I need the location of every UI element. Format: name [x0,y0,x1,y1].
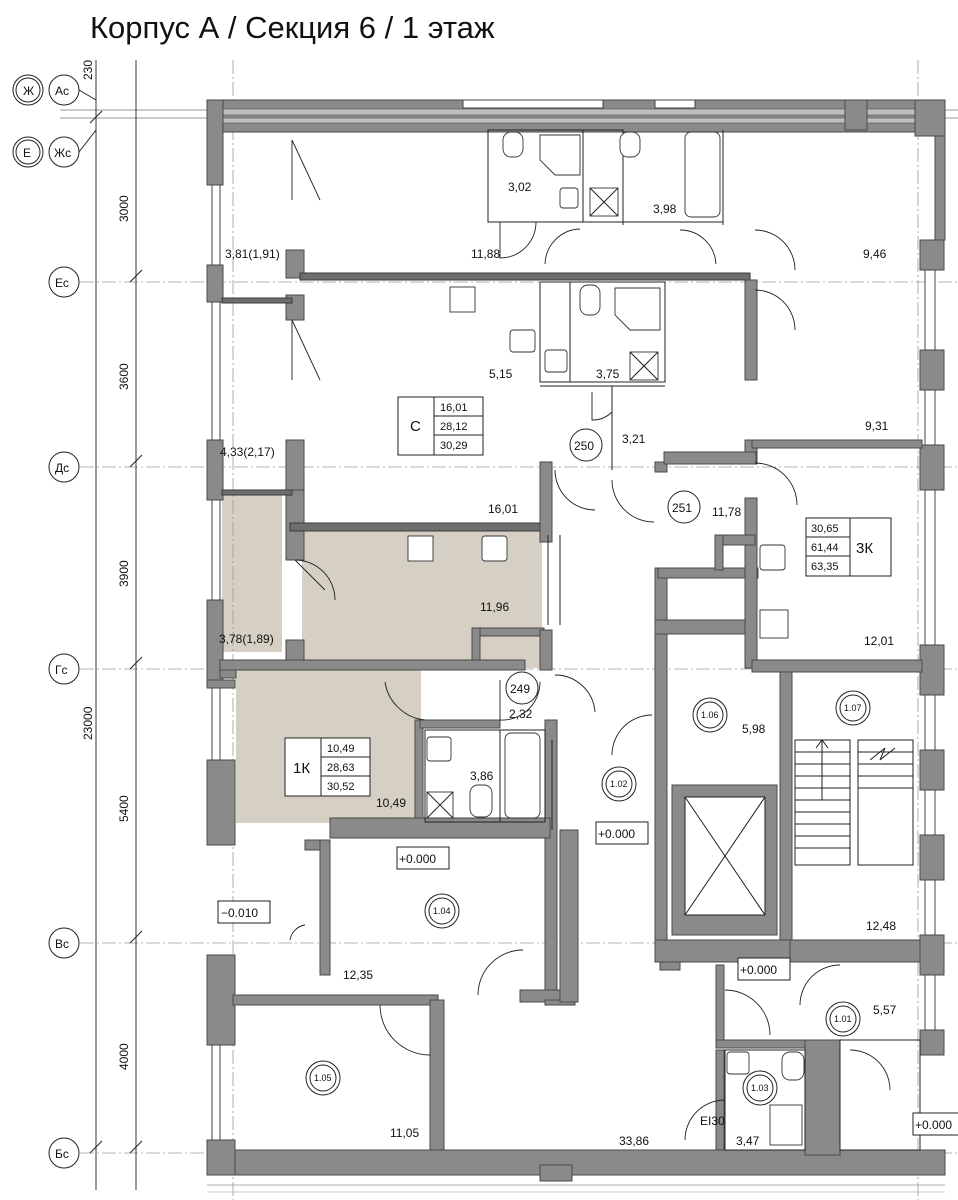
dimension-chain [89,60,143,1190]
area-11-88: 11,88 [471,247,500,261]
room-number-251: 251 [672,501,692,515]
apt-1k-a: 10,49 [327,743,355,755]
dim-3000: 3000 [117,195,131,222]
area-2-32: 2,32 [509,707,533,721]
apt-1k-b: 28,63 [327,762,355,774]
room-number-250: 250 [574,439,594,453]
level-2: +0.000 [399,852,436,866]
level-marks [217,821,958,1136]
staircase [794,739,914,866]
walls [206,99,946,1182]
apt-studio-c: 30,29 [440,440,468,452]
area-3-86: 3,86 [470,769,494,783]
area-5-98: 5,98 [742,722,766,736]
level-4: +0.000 [740,963,777,977]
axis-markers-top [12,74,97,168]
area-3-81: 3,81(1,91) [225,247,280,261]
area-11-96: 11,96 [480,600,509,614]
dim-5400: 5400 [117,795,131,822]
room-number-circles [305,428,871,1106]
area-16-01: 16,01 [488,502,518,516]
room-number-1-07: 1.07 [844,703,862,713]
area-3-75: 3,75 [596,367,620,381]
apt-studio-a: 16,01 [440,402,468,414]
area-11-05: 11,05 [390,1126,419,1140]
room-number-1-04: 1.04 [433,906,451,916]
area-4-33: 4,33(2,17) [220,445,275,459]
area-3-98: 3,98 [653,202,677,216]
area-3-21: 3,21 [622,432,646,446]
apartment-table-3k [805,517,892,577]
doors [289,139,891,1141]
terrace-edge [207,1184,945,1193]
area-9-31: 9,31 [865,419,889,433]
apt-studio-b: 28,12 [440,421,468,433]
area-12-35: 12,35 [343,968,373,982]
dim-3900: 3900 [117,560,131,587]
axis-e: Е [23,146,31,160]
room-number-1-06: 1.06 [701,710,719,720]
level-1: +0.000 [598,827,635,841]
area-3-02: 3,02 [508,180,532,194]
apt-studio-label: С [410,418,421,435]
apt-3k-b: 61,44 [811,542,839,554]
axis-es: Ес [55,276,69,290]
dim-230: 230 [81,60,95,80]
axis-gs: Гс [55,663,68,677]
dim-23000: 23000 [81,706,95,740]
dim-3600: 3600 [117,363,131,390]
area-9-46: 9,46 [863,247,887,261]
thin-partitions [424,129,921,1151]
dim-4000: 4000 [117,1043,131,1070]
apartment-table-studio [397,396,484,456]
room-number-1-03: 1.03 [751,1083,769,1093]
elevator-shaft [671,784,778,936]
area-5-15: 5,15 [489,367,513,381]
apt-1k-c: 30,52 [327,781,355,793]
room-number-1-02: 1.02 [610,779,628,789]
level-5: +0.000 [915,1118,952,1132]
windows [211,99,936,1141]
area-12-01: 12,01 [864,634,894,648]
apt-3k-label: 3К [856,540,873,557]
area-12-48: 12,48 [866,919,896,933]
room-areas: 3,02 11,88 3,98 9,46 3,81(1,91) 5,15 3,7… [219,180,897,1148]
apt-3k-a: 30,65 [811,523,839,535]
apartment-table-1k [284,737,371,797]
axis-bs: Бс [55,1147,69,1161]
axis-zhs: Жс [54,146,71,160]
room-number-249: 249 [510,682,530,696]
axis-ds: Дс [55,461,69,475]
area-3-47: 3,47 [736,1134,760,1148]
apt-3k-c: 63,35 [811,561,839,573]
plan-title: Корпус А / Секция 6 / 1 этаж [90,10,495,45]
area-5-57: 5,57 [873,1003,897,1017]
fixtures [407,131,805,1146]
area-33-86: 33,86 [619,1134,649,1148]
fire-rating-label: EI30 [700,1114,725,1128]
axis-as: Ас [55,84,69,98]
room-number-1-05: 1.05 [314,1073,332,1083]
axis-zh: Ж [23,84,34,98]
area-10-49: 10,49 [376,796,406,810]
level-3: −0.010 [221,906,258,920]
area-3-78: 3,78(1,89) [219,632,274,646]
apt-1k-label: 1К [293,760,310,777]
area-11-78: 11,78 [712,505,741,519]
room-number-1-01: 1.01 [834,1014,852,1024]
axis-markers-rows [48,266,80,1169]
axis-vs: Вс [55,937,69,951]
